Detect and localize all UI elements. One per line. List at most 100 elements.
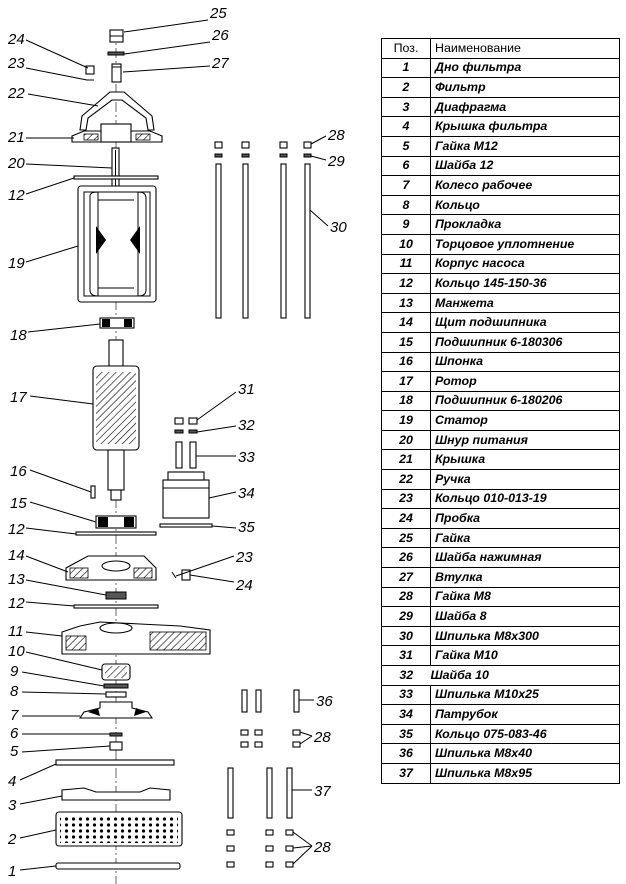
row-name: Манжета [430,292,620,314]
row-position: 29 [381,606,431,627]
row-position: 26 [381,547,431,569]
column-header-name: Наименование [430,38,620,59]
table-header-row: Поз. Наименование [381,38,620,59]
row-name: Диафрагма [430,96,620,118]
part-14-bearing-shield [65,555,157,581]
callout-35: 35 [238,519,255,536]
row-position: 19 [381,410,431,431]
row-position: 25 [381,527,431,549]
part-21-cover [71,123,163,143]
callout-36: 36 [316,693,333,710]
callout-24: 24 [7,31,25,48]
part-35-ring [159,523,213,528]
callout-3: 3 [8,797,17,814]
row-name: Кольцо 075-083-46 [430,723,620,745]
row-position: 35 [381,723,431,745]
row-position: 20 [381,429,431,451]
row-name: Кольцо 145-150-36 [430,273,620,294]
row-name: Шайба 10 [430,665,620,686]
column-header-position: Поз. [381,38,431,59]
callout-22: 22 [7,85,25,102]
part-10-mechanical-seal [101,663,131,681]
row-position: 37 [381,762,431,784]
part-36-studs-m8x40 [240,689,301,748]
callout-34: 34 [238,485,255,502]
row-position: 14 [381,312,431,333]
row-name: Гайка М10 [430,645,620,666]
row-name: Гайка М8 [430,586,620,608]
row-position: 28 [381,586,431,608]
row-name: Шнур питания [430,429,620,451]
row-name: Шпонка [430,351,620,373]
callout-6: 6 [10,725,19,742]
row-name: Гайка [430,527,620,549]
part-31-33-studs-m10 [174,417,198,469]
row-position: 36 [381,743,431,764]
callout-32: 32 [238,417,255,434]
row-name: Ручка [430,469,620,490]
callout-11: 11 [8,623,24,640]
row-position: 10 [381,233,431,255]
callout-21: 21 [7,129,25,146]
callout-12: 12 [8,521,25,538]
row-position: 5 [381,135,431,157]
row-name: Патрубок [430,704,620,725]
row-name: Кольцо 010-013-19 [430,488,620,510]
callout-8: 8 [10,683,19,700]
callout-9: 9 [10,663,19,680]
callout-7: 7 [10,707,19,724]
callout-37: 37 [314,783,331,800]
part-3-diaphragm [61,787,171,801]
row-name: Кольцо [430,194,620,216]
row-name: Крышка фильтра [430,116,620,137]
part-8-ring [105,691,127,698]
callout-13: 13 [8,571,25,588]
part-12-ring-mid [75,531,157,536]
part-5-nut [109,741,123,751]
callout-25: 25 [209,5,227,22]
part-34-branch-pipe [162,471,210,519]
callout-23: 23 [7,55,25,72]
callout-24: 24 [235,577,253,594]
part-12-ring-top [73,175,159,180]
part-18-bearing [99,317,135,329]
row-name: Статор [430,410,620,431]
row-position: 27 [381,567,431,588]
row-name: Втулка [430,567,620,588]
row-position: 32 [381,665,431,686]
callout-16: 16 [10,463,27,480]
callout-33: 33 [238,449,255,466]
callout-12: 12 [8,595,25,612]
part-4-filter-cover [55,759,175,766]
row-position: 33 [381,684,431,706]
callout-20: 20 [7,155,25,172]
callout-29: 29 [327,153,345,170]
callout-10: 10 [8,643,25,660]
callout-17: 17 [10,389,27,406]
row-position: 17 [381,371,431,392]
callout-28: 28 [313,839,331,856]
callout-19: 19 [8,255,25,272]
row-name: Шпилька М8х95 [430,762,620,784]
row-position: 30 [381,625,431,647]
part-17-rotor [92,339,140,501]
exploded-view-drawing: 25 26 27 24 23 22 21 20 12 19 18 17 16 1… [7,5,347,884]
row-name: Шайба 12 [430,155,620,177]
row-position: 15 [381,331,431,353]
